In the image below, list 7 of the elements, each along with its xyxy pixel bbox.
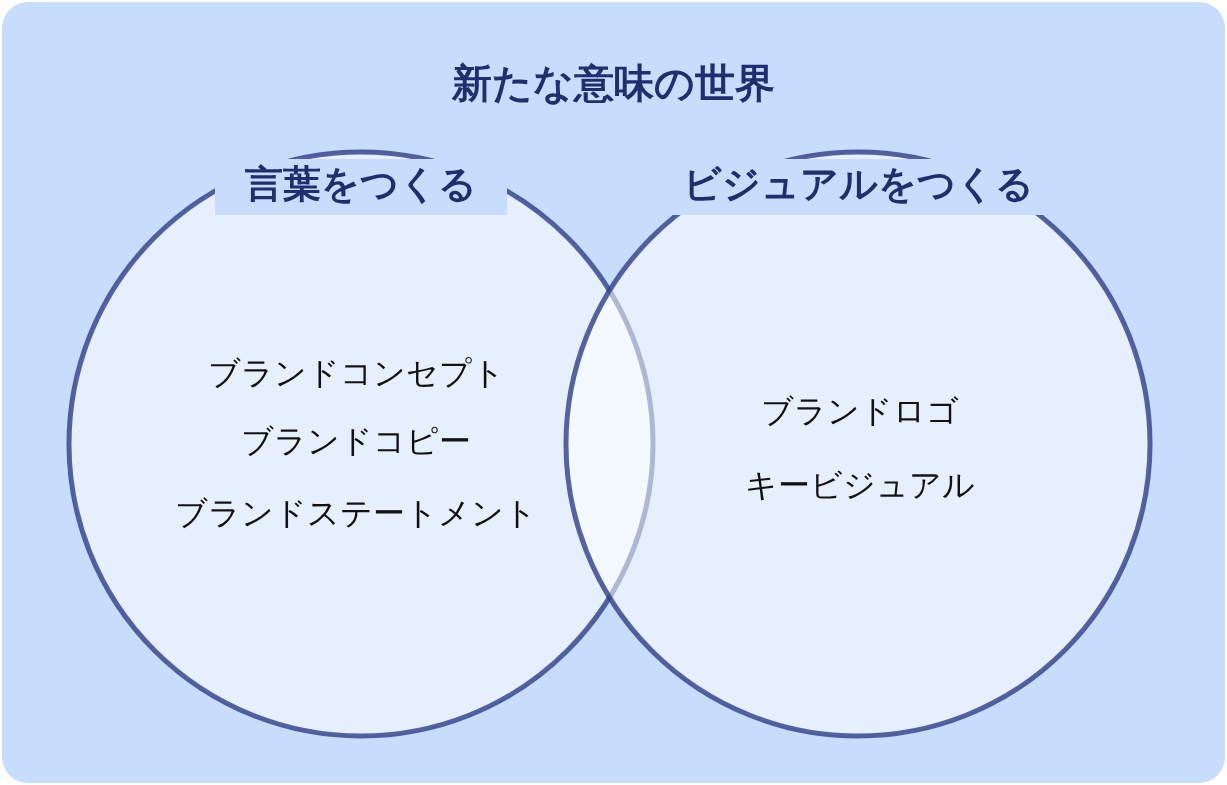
list-item: キービジュアル [745, 466, 975, 504]
title-text: 新たな意味の世界 [452, 60, 775, 106]
list-item: ブランドコピー [241, 422, 471, 460]
circle-heading: 言葉をつくる [215, 159, 507, 215]
list-item: ブランドコンセプト [207, 354, 505, 392]
list-item: ブランドロゴ [761, 392, 959, 430]
list-item: ブランドステートメント [175, 494, 537, 532]
